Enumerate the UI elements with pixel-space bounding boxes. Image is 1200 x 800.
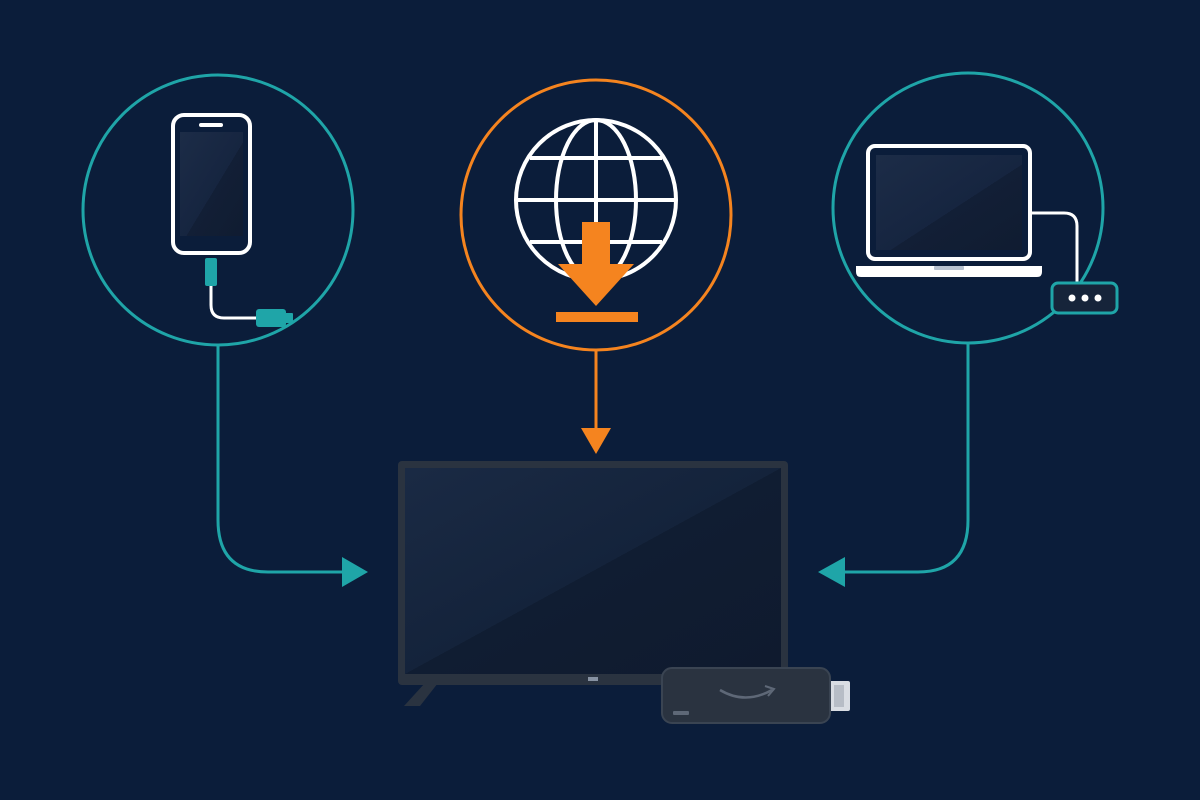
laptop-to-tv-connector: [818, 343, 970, 587]
smile-logo-icon: [719, 688, 773, 699]
phone-to-tv-connector: [216, 345, 368, 587]
arrow-left-icon: [818, 557, 845, 587]
web-to-tv-connector: [581, 350, 611, 454]
download-arrow-icon: [556, 222, 638, 322]
adapter-cable-icon: [1030, 211, 1119, 315]
usb-cable-icon: [205, 258, 293, 327]
phone-node: [81, 73, 355, 347]
streaming-stick-icon: [661, 667, 850, 724]
laptop-node: [831, 71, 1119, 345]
laptop-icon: [856, 144, 1042, 277]
web-node: [459, 78, 733, 352]
smartphone-icon: [171, 113, 252, 255]
tv-stand-left: [404, 683, 438, 706]
television-icon: [398, 461, 788, 706]
arrow-down-icon: [581, 428, 611, 454]
arrow-right-icon: [342, 557, 368, 587]
